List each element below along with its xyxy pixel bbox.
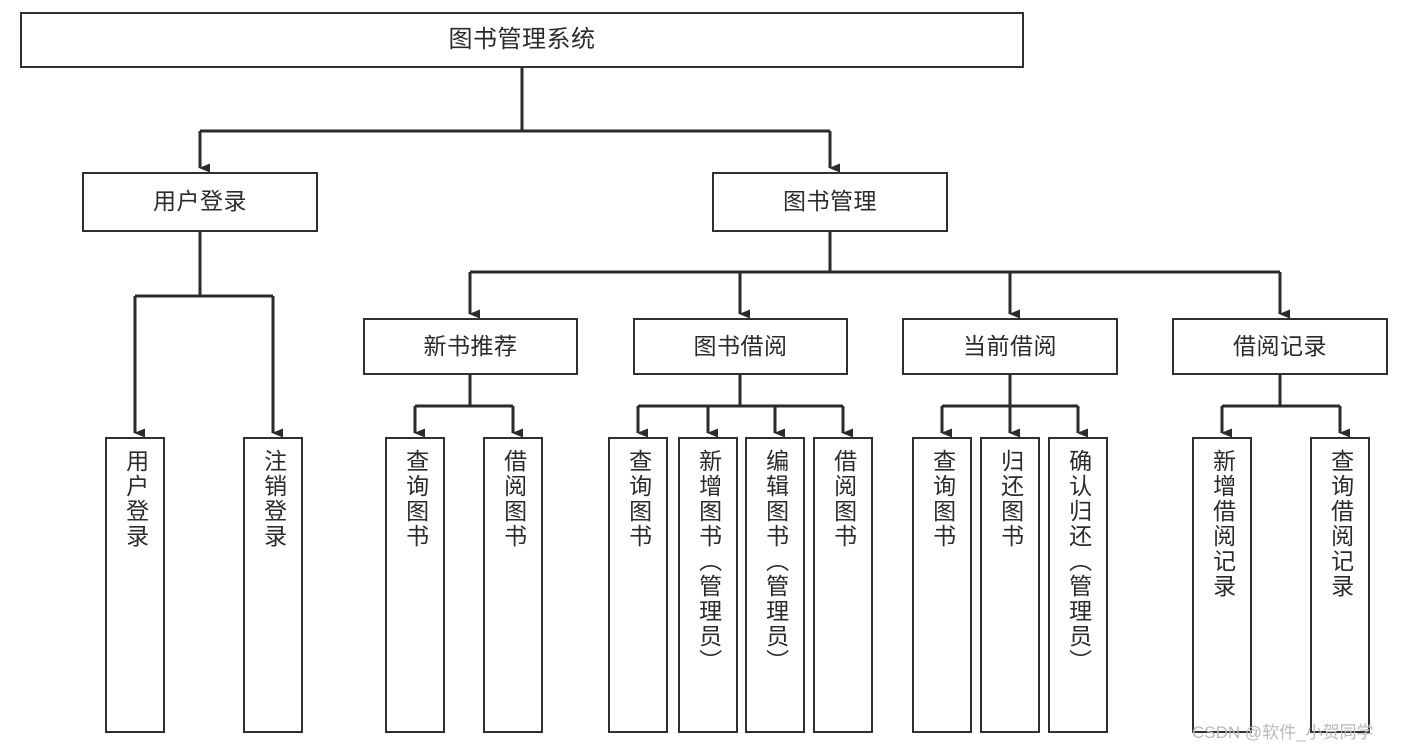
node-book-borrow[interactable]: 图书借阅 — [633, 318, 848, 375]
node-root-system[interactable]: 图书管理系统 — [20, 12, 1024, 68]
node-borrow-record[interactable]: 借阅记录 — [1172, 318, 1388, 375]
leaf-current-borrow-confirm-label: 确认归还（管理员） — [1065, 449, 1092, 674]
leaf-current-borrow-return-label: 归还图书 — [997, 449, 1024, 549]
leaf-book-borrow-add-label: 新增图书（管理员） — [695, 449, 722, 674]
leaf-borrow-record-query-label: 查询借阅记录 — [1327, 449, 1354, 599]
node-book-management[interactable]: 图书管理 — [712, 172, 948, 232]
leaf-book-borrow-edit-label: 编辑图书（管理员） — [762, 449, 789, 674]
leaf-user-login-logout[interactable]: 注销登录 — [243, 437, 303, 733]
leaf-new-book-borrow[interactable]: 借阅图书 — [483, 437, 543, 733]
leaf-book-borrow-edit[interactable]: 编辑图书（管理员） — [745, 437, 805, 733]
leaf-borrow-record-add[interactable]: 新增借阅记录 — [1192, 437, 1252, 733]
leaf-current-borrow-return[interactable]: 归还图书 — [980, 437, 1040, 733]
leaf-user-login-login[interactable]: 用户登录 — [105, 437, 165, 733]
leaf-book-borrow-add[interactable]: 新增图书（管理员） — [678, 437, 738, 733]
node-book-management-label: 图书管理 — [783, 188, 877, 215]
leaf-borrow-record-query[interactable]: 查询借阅记录 — [1310, 437, 1370, 733]
leaf-book-borrow-borrow-label: 借阅图书 — [830, 449, 857, 549]
node-new-book-recommend[interactable]: 新书推荐 — [363, 318, 578, 375]
node-root-system-label: 图书管理系统 — [448, 25, 596, 53]
leaf-borrow-record-add-label: 新增借阅记录 — [1209, 449, 1236, 599]
node-user-login[interactable]: 用户登录 — [82, 172, 318, 232]
leaf-current-borrow-query-label: 查询图书 — [929, 449, 956, 549]
csdn-watermark: CSDN @软件_小贺同学 — [1192, 723, 1374, 742]
node-book-borrow-label: 图书借阅 — [693, 332, 788, 359]
leaf-current-borrow-confirm[interactable]: 确认归还（管理员） — [1048, 437, 1108, 733]
leaf-new-book-borrow-label: 借阅图书 — [500, 449, 527, 549]
leaf-current-borrow-query[interactable]: 查询图书 — [912, 437, 972, 733]
leaf-book-borrow-query-label: 查询图书 — [625, 449, 652, 549]
node-current-borrow-label: 当前借阅 — [963, 332, 1057, 359]
node-new-book-recommend-label: 新书推荐 — [423, 332, 518, 359]
leaf-user-login-logout-label: 注销登录 — [260, 449, 287, 549]
leaf-user-login-login-label: 用户登录 — [122, 449, 149, 549]
node-current-borrow[interactable]: 当前借阅 — [902, 318, 1118, 375]
leaf-book-borrow-query[interactable]: 查询图书 — [608, 437, 668, 733]
node-user-login-label: 用户登录 — [153, 188, 247, 215]
node-borrow-record-label: 借阅记录 — [1233, 332, 1327, 359]
leaf-new-book-query-label: 查询图书 — [402, 449, 429, 549]
leaf-new-book-query[interactable]: 查询图书 — [385, 437, 445, 733]
leaf-book-borrow-borrow[interactable]: 借阅图书 — [813, 437, 873, 733]
